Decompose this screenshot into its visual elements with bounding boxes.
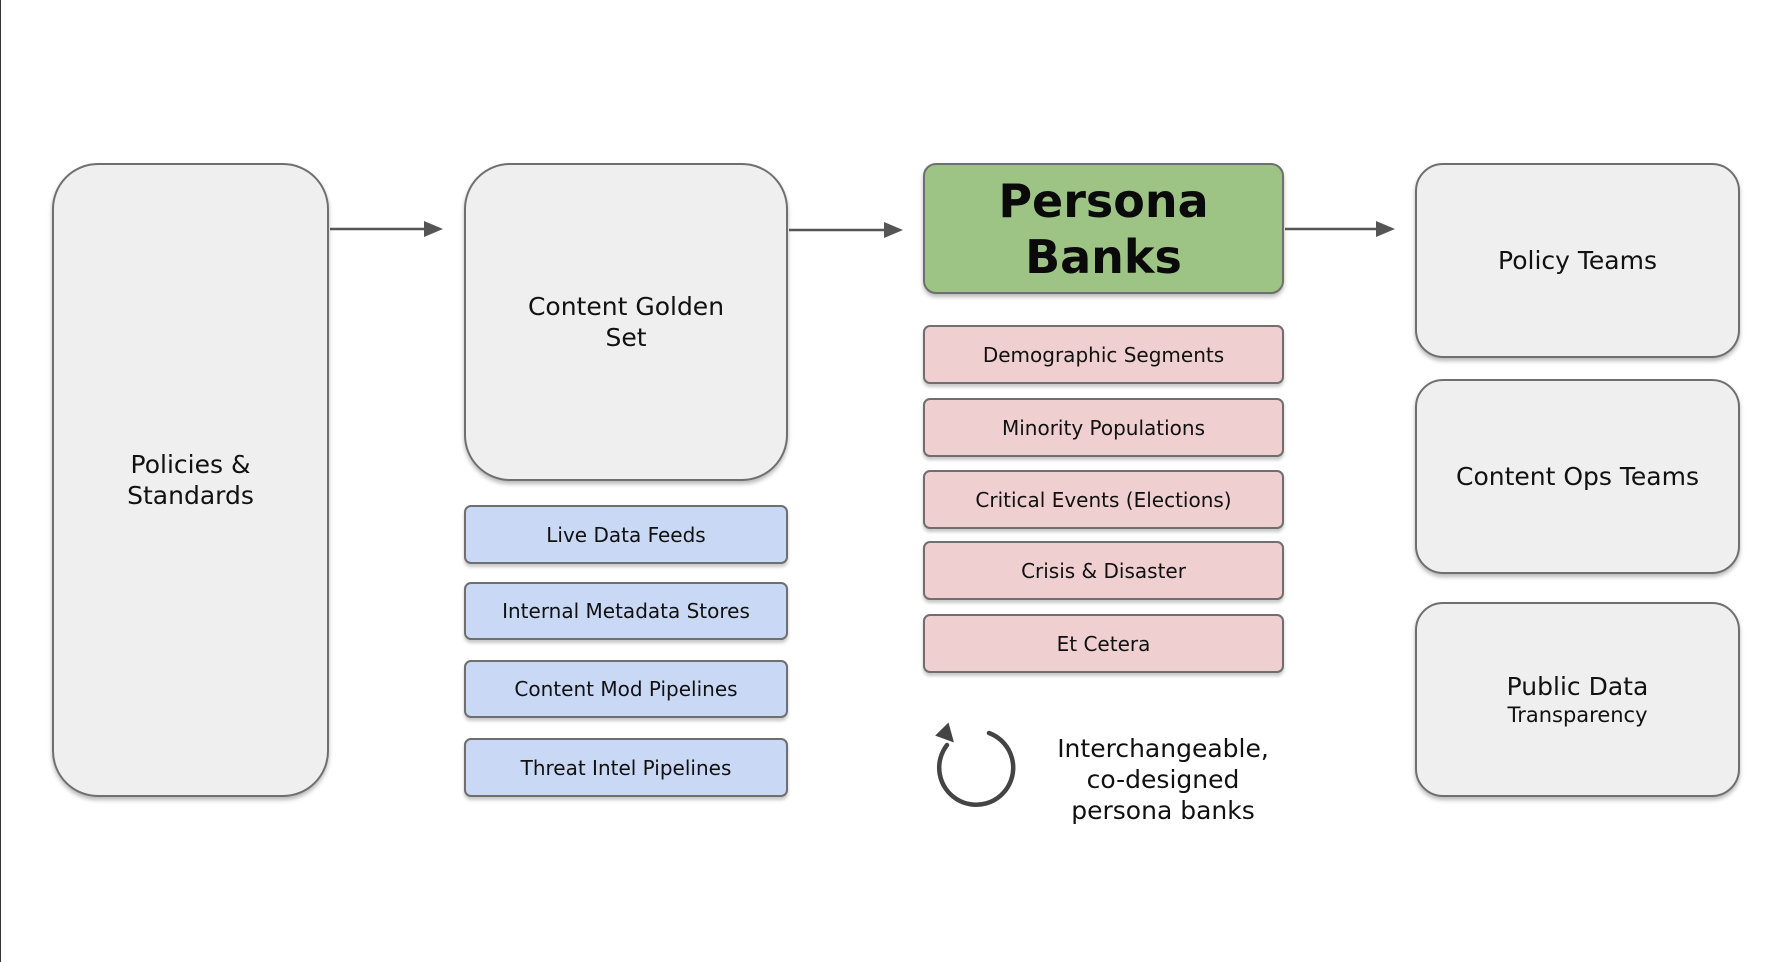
source-label: Content Mod Pipelines (514, 677, 738, 701)
arrow-golden-set-to-persona-banks (789, 222, 903, 238)
policy-teams-label: Policy Teams (1498, 246, 1657, 275)
segment-et-cetera: Et Cetera (923, 614, 1284, 673)
segment-critical-events: Critical Events (Elections) (923, 470, 1284, 529)
segment-label: Demographic Segments (982, 342, 1225, 367)
policies-standards-box: Policies & Standards (52, 163, 329, 797)
segment-label: Critical Events (Elections) (975, 487, 1232, 512)
persona-banks-title: Persona Banks (998, 173, 1209, 284)
policy-teams-box: Policy Teams (1415, 163, 1740, 358)
persona-banks-box: Persona Banks (923, 163, 1284, 294)
segment-minority-populations: Minority Populations (923, 398, 1284, 457)
content-ops-teams-box: Content Ops Teams (1415, 379, 1740, 574)
cycle-note-text: Interchangeable, co-designed persona ban… (1057, 734, 1269, 825)
public-data-subtitle: Transparency (1507, 703, 1648, 727)
segment-label: Minority Populations (1001, 415, 1206, 440)
content-ops-teams-label: Content Ops Teams (1456, 462, 1699, 491)
source-internal-metadata-stores: Internal Metadata Stores (464, 582, 788, 640)
content-golden-set-label: Content Golden Set (527, 292, 725, 352)
cycle-note: Interchangeable, co-designed persona ban… (1038, 702, 1288, 825)
source-label: Threat Intel Pipelines (520, 755, 732, 780)
source-threat-intel-pipelines: Threat Intel Pipelines (464, 738, 788, 797)
refresh-cycle-icon (935, 722, 1016, 807)
source-label: Internal Metadata Stores (502, 599, 750, 623)
segment-label: Crisis & Disaster (1021, 558, 1186, 583)
public-data-title: Public Data (1506, 672, 1649, 701)
public-data-transparency-box: Public Data Transparency (1415, 602, 1740, 797)
source-live-data-feeds: Live Data Feeds (464, 505, 788, 564)
segment-crisis-disaster: Crisis & Disaster (923, 541, 1284, 600)
arrow-persona-banks-to-outputs (1285, 221, 1395, 237)
source-content-mod-pipelines: Content Mod Pipelines (464, 660, 788, 718)
policies-standards-label: Policies & Standards (127, 450, 254, 510)
arrow-policies-to-golden-set (330, 221, 443, 237)
left-border-line (0, 0, 1, 962)
content-golden-set-box: Content Golden Set (464, 163, 788, 481)
source-label: Live Data Feeds (546, 522, 706, 547)
segment-label: Et Cetera (1056, 631, 1151, 656)
segment-demographic-segments: Demographic Segments (923, 325, 1284, 384)
